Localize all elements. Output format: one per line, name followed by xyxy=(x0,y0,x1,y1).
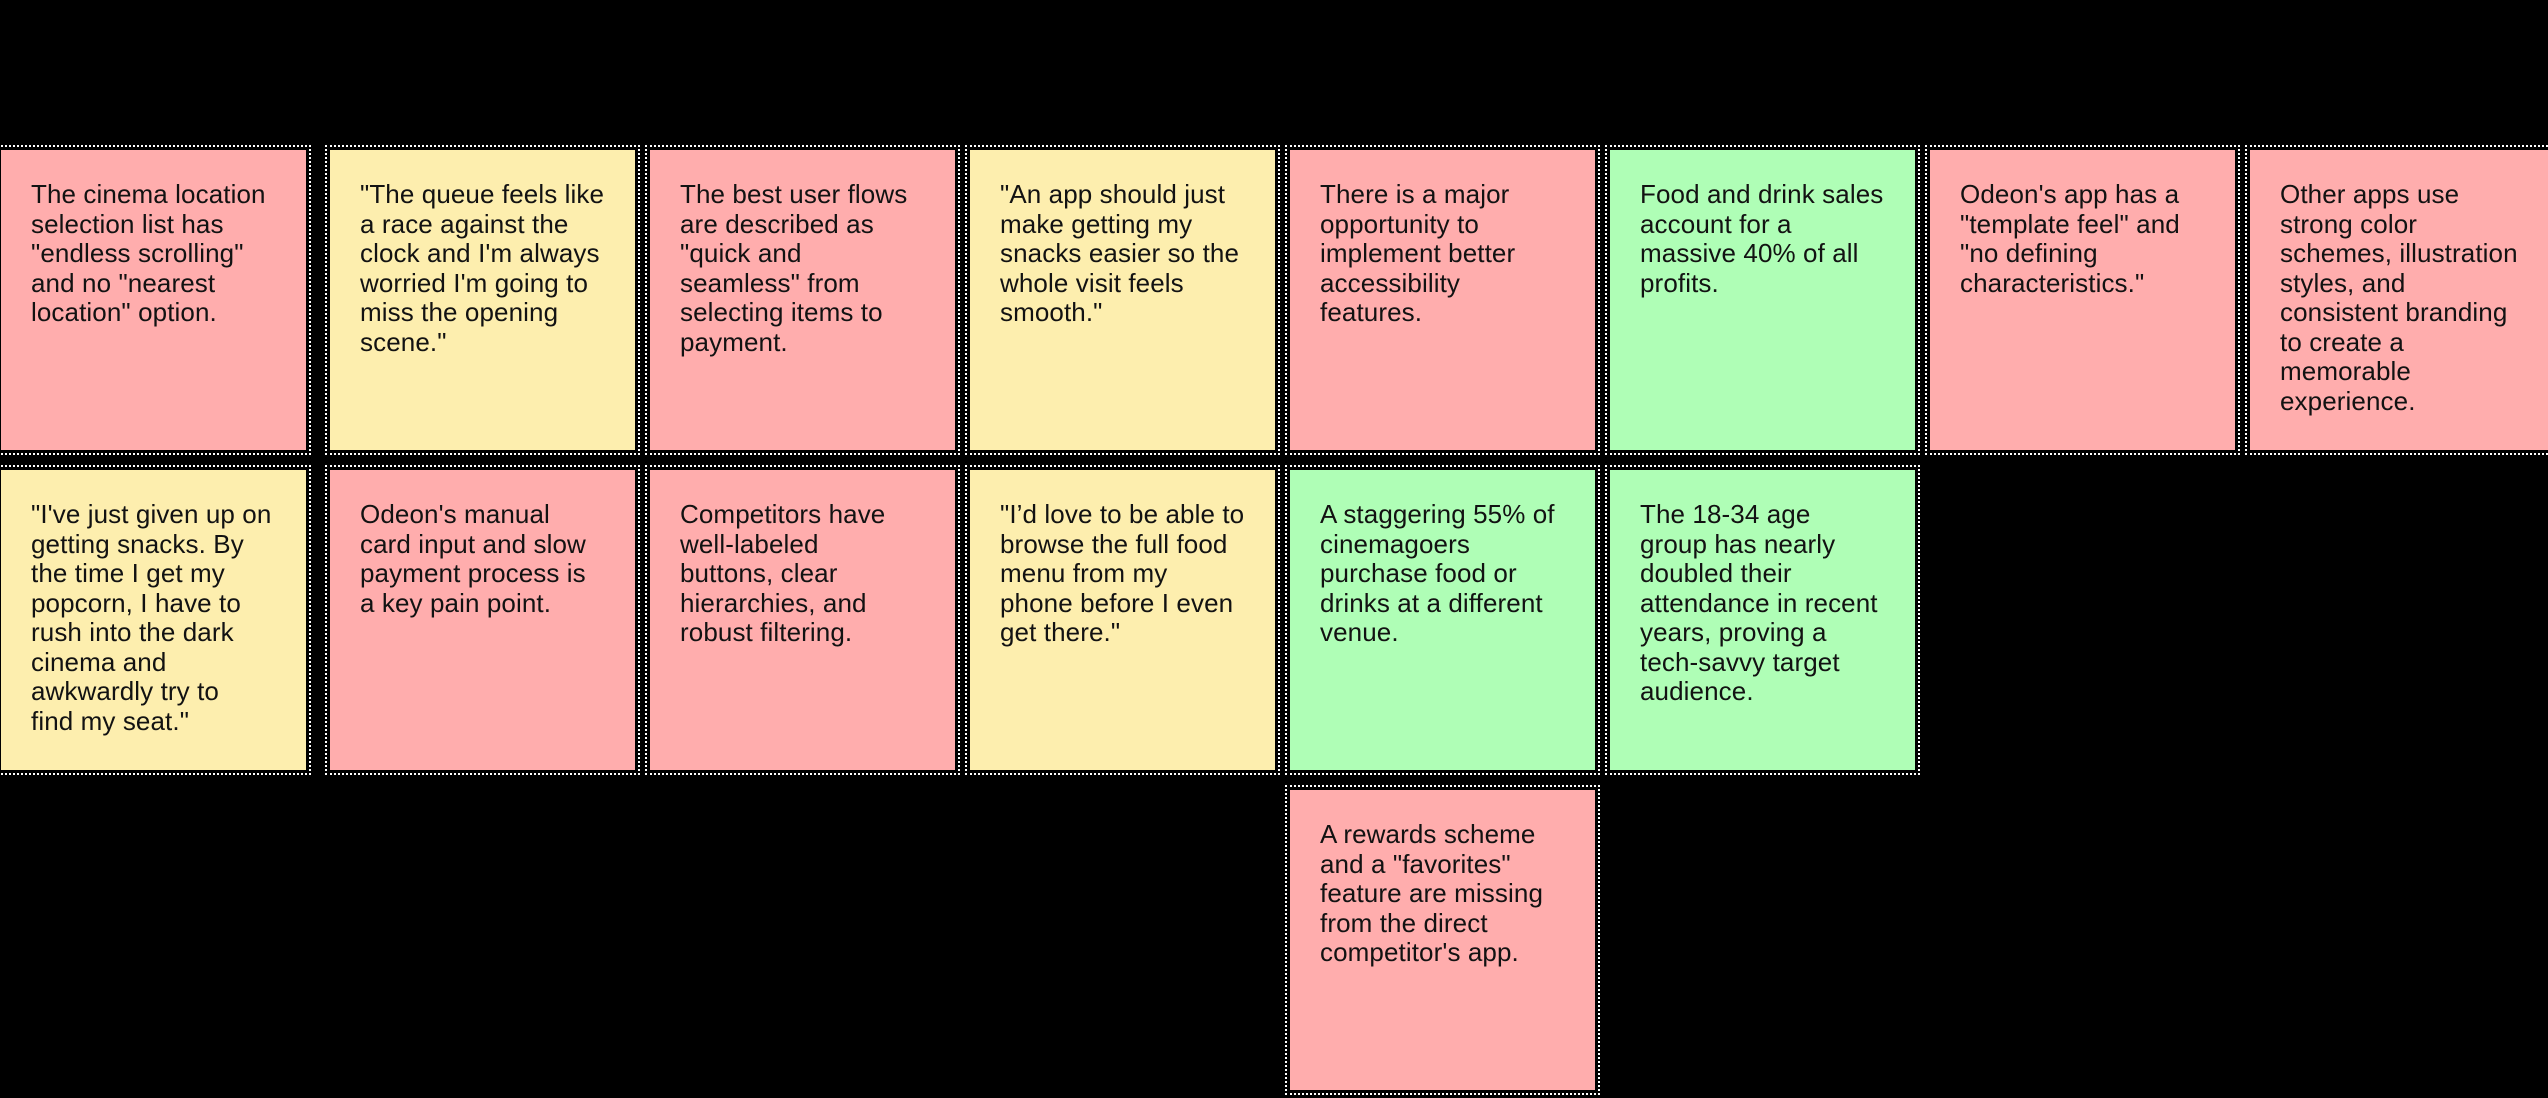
sticky-note-text: The cinema location selection list has "… xyxy=(31,179,266,327)
sticky-note-surface: The cinema location selection list has "… xyxy=(1,150,306,450)
sticky-note-text: "An app should just make getting my snac… xyxy=(1000,179,1240,327)
sticky-note[interactable]: "The queue feels like a race against the… xyxy=(325,145,640,455)
sticky-note[interactable]: Odeon's manual card input and slow payme… xyxy=(325,465,640,775)
sticky-note-surface: Food and drink sales account for a massi… xyxy=(1610,150,1915,450)
sticky-note[interactable]: The best user flows are described as "qu… xyxy=(645,145,960,455)
sticky-note-text: "I've just given up on getting snacks. B… xyxy=(31,499,272,736)
sticky-note-surface: Odeon's manual card input and slow payme… xyxy=(330,470,635,770)
sticky-note-surface: "I've just given up on getting snacks. B… xyxy=(1,470,306,770)
sticky-note-surface: "An app should just make getting my snac… xyxy=(970,150,1275,450)
sticky-note-text: "I’d love to be able to browse the full … xyxy=(1000,499,1245,647)
sticky-note-surface: A rewards scheme and a "favorites" featu… xyxy=(1290,790,1595,1090)
sticky-note-text: There is a major opportunity to implemen… xyxy=(1320,179,1516,327)
sticky-note-text: Competitors have well-labeled buttons, c… xyxy=(680,499,886,647)
sticky-note-surface: The best user flows are described as "qu… xyxy=(650,150,955,450)
sticky-note[interactable]: Competitors have well-labeled buttons, c… xyxy=(645,465,960,775)
sticky-note-surface: Odeon's app has a "template feel" and "n… xyxy=(1930,150,2235,450)
sticky-note-text: A staggering 55% of cinemagoers purchase… xyxy=(1320,499,1555,647)
sticky-note[interactable]: "An app should just make getting my snac… xyxy=(965,145,1280,455)
sticky-note-surface: A staggering 55% of cinemagoers purchase… xyxy=(1290,470,1595,770)
sticky-note[interactable]: "I've just given up on getting snacks. B… xyxy=(0,465,311,775)
sticky-note-surface: "I’d love to be able to browse the full … xyxy=(970,470,1275,770)
sticky-note-surface: There is a major opportunity to implemen… xyxy=(1290,150,1595,450)
sticky-note-text: A rewards scheme and a "favorites" featu… xyxy=(1320,819,1544,967)
sticky-note-surface: Competitors have well-labeled buttons, c… xyxy=(650,470,955,770)
sticky-note-text: Odeon's manual card input and slow payme… xyxy=(360,499,586,618)
sticky-note-text: Odeon's app has a "template feel" and "n… xyxy=(1960,179,2180,298)
sticky-note[interactable]: A staggering 55% of cinemagoers purchase… xyxy=(1285,465,1600,775)
sticky-note[interactable]: There is a major opportunity to implemen… xyxy=(1285,145,1600,455)
sticky-note-surface: "The queue feels like a race against the… xyxy=(330,150,635,450)
sticky-note-surface: Other apps use strong color schemes, ill… xyxy=(2250,150,2548,450)
sticky-note[interactable]: Odeon's app has a "template feel" and "n… xyxy=(1925,145,2240,455)
sticky-note[interactable]: A rewards scheme and a "favorites" featu… xyxy=(1285,785,1600,1095)
sticky-note-surface: The 18-34 age group has nearly doubled t… xyxy=(1610,470,1915,770)
sticky-note-text: "The queue feels like a race against the… xyxy=(360,179,605,357)
sticky-note[interactable]: The 18-34 age group has nearly doubled t… xyxy=(1605,465,1920,775)
sticky-note[interactable]: The cinema location selection list has "… xyxy=(0,145,311,455)
sticky-note-text: Other apps use strong color schemes, ill… xyxy=(2280,179,2518,416)
sticky-note-text: The 18-34 age group has nearly doubled t… xyxy=(1640,499,1878,706)
sticky-note[interactable]: "I’d love to be able to browse the full … xyxy=(965,465,1280,775)
sticky-note[interactable]: Food and drink sales account for a massi… xyxy=(1605,145,1920,455)
sticky-note[interactable]: Other apps use strong color schemes, ill… xyxy=(2245,145,2548,455)
sticky-note-text: The best user flows are described as "qu… xyxy=(680,179,908,357)
sticky-note-text: Food and drink sales account for a massi… xyxy=(1640,179,1884,298)
